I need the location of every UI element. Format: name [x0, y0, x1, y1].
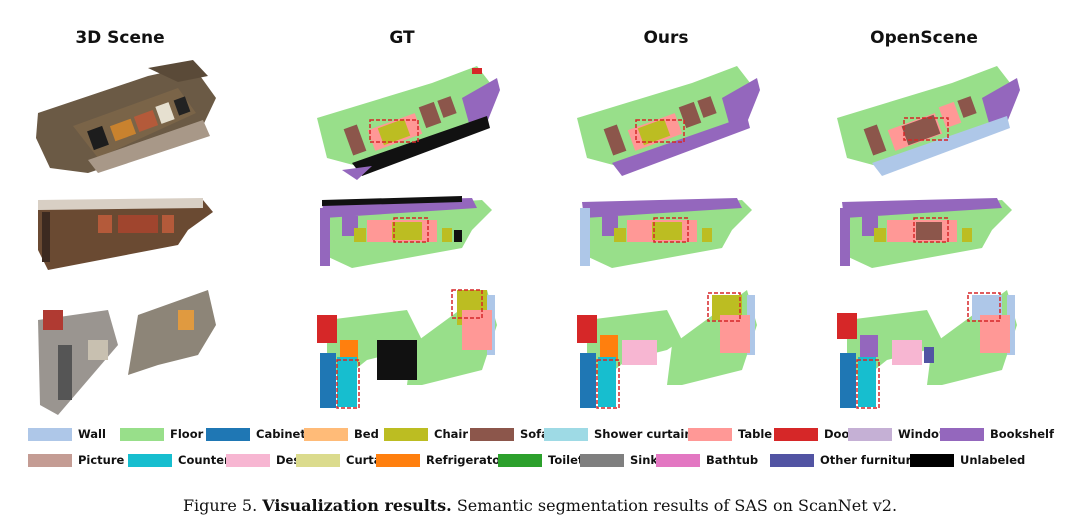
- caption-bold-title: Visualization results.: [262, 496, 452, 515]
- legend-item-window: Window: [848, 426, 950, 442]
- legend-swatch: [770, 453, 814, 467]
- column-heading-openscene: OpenScene: [870, 28, 978, 48]
- legend-swatch: [656, 453, 700, 467]
- class-legend: Wall Floor Cabinet Bed Chair Sofa Shower…: [0, 426, 1080, 476]
- scene-2-openscene-segmentation: [840, 198, 1012, 268]
- legend-swatch: [384, 427, 428, 441]
- legend-swatch: [580, 453, 624, 467]
- legend-swatch: [940, 427, 984, 441]
- legend-item-picture: Picture: [28, 452, 124, 468]
- legend-item-sofa: Sofa: [470, 426, 549, 442]
- caption-prefix: Figure 5.: [182, 496, 258, 515]
- legend-item-bookshelf: Bookshelf: [940, 426, 1054, 442]
- legend-label: Refrigerator: [426, 453, 506, 467]
- legend-item-shower-curtain: Shower curtain: [544, 426, 693, 442]
- legend-item-cabinet: Cabinet: [206, 426, 306, 442]
- legend-swatch: [544, 427, 588, 441]
- legend-item-wall: Wall: [28, 426, 106, 442]
- legend-label: Bookshelf: [990, 427, 1054, 441]
- legend-swatch: [774, 427, 818, 441]
- scene-3-ours-segmentation: [577, 290, 757, 409]
- legend-label: Picture: [78, 453, 125, 467]
- figure-caption: Figure 5. Visualization results. Semanti…: [0, 496, 1080, 515]
- column-heading-gt: GT: [389, 28, 415, 48]
- legend-item-toilet: Toilet: [498, 452, 583, 468]
- legend-swatch: [28, 453, 72, 467]
- scene-2-rgb-image: [38, 198, 213, 270]
- legend-item-sink: Sink: [580, 452, 658, 468]
- scene-1-ours-segmentation: [577, 66, 760, 176]
- column-heading-ours: Ours: [643, 28, 689, 48]
- scene-1-gt-segmentation: [317, 66, 500, 180]
- legend-label: Bathtub: [706, 453, 759, 467]
- caption-text: Semantic segmentation results of SAS on …: [456, 496, 898, 515]
- legend-label: Door: [824, 427, 856, 441]
- scene-2-ours-segmentation: [580, 198, 752, 268]
- legend-label: Toilet: [548, 453, 584, 467]
- legend-swatch: [226, 453, 270, 467]
- legend-item-counter: Counter: [128, 452, 230, 468]
- legend-label: Window: [898, 427, 950, 441]
- legend-label: Table: [738, 427, 773, 441]
- legend-swatch: [120, 427, 164, 441]
- scene-3-rgb-image: [38, 290, 216, 415]
- legend-swatch: [296, 453, 340, 467]
- legend-swatch: [688, 427, 732, 441]
- legend-label: Chair: [434, 427, 469, 441]
- legend-label: Sofa: [520, 427, 549, 441]
- legend-swatch: [910, 453, 954, 467]
- legend-swatch: [206, 427, 250, 441]
- legend-label: Unlabeled: [960, 453, 1026, 467]
- column-heading-3d-scene: 3D Scene: [75, 28, 165, 48]
- legend-label: Shower curtain: [594, 427, 693, 441]
- legend-label: Sink: [630, 453, 659, 467]
- scene-1-rgb-image: [36, 60, 216, 173]
- legend-item-bed: Bed: [304, 426, 379, 442]
- legend-swatch: [848, 427, 892, 441]
- legend-label: Other furniture: [820, 453, 920, 467]
- legend-item-table: Table: [688, 426, 772, 442]
- scene-3-gt-segmentation: [317, 289, 497, 409]
- scene-2-gt-segmentation: [320, 196, 492, 268]
- legend-item-unlabeled: Unlabeled: [910, 452, 1025, 468]
- legend-swatch: [304, 427, 348, 441]
- legend-label: Counter: [178, 453, 230, 467]
- legend-item-door: Door: [774, 426, 855, 442]
- legend-swatch: [498, 453, 542, 467]
- legend-label: Cabinet: [256, 427, 306, 441]
- legend-item-floor: Floor: [120, 426, 203, 442]
- legend-label: Bed: [354, 427, 379, 441]
- legend-item-bathtub: Bathtub: [656, 452, 758, 468]
- scene-3-openscene-segmentation: [837, 290, 1017, 409]
- legend-item-chair: Chair: [384, 426, 468, 442]
- legend-swatch: [28, 427, 72, 441]
- legend-swatch: [376, 453, 420, 467]
- legend-swatch: [128, 453, 172, 467]
- legend-item-other-furniture: Other furniture: [770, 452, 919, 468]
- legend-label: Floor: [170, 427, 204, 441]
- legend-item-refrigerator: Refrigerator: [376, 452, 506, 468]
- legend-label: Wall: [78, 427, 106, 441]
- legend-swatch: [470, 427, 514, 441]
- scene-1-openscene-segmentation: [837, 66, 1020, 176]
